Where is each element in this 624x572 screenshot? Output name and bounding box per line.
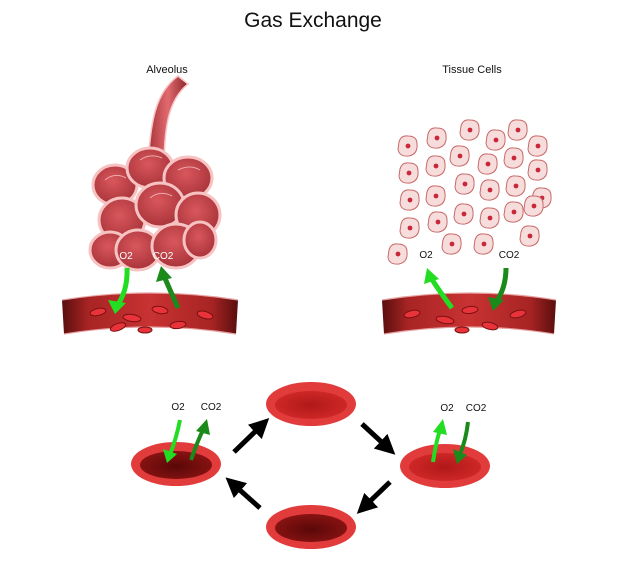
tissue-cell-nucleus bbox=[433, 163, 439, 169]
rbc-bottom bbox=[266, 505, 356, 549]
tissue-cell-nucleus bbox=[515, 127, 521, 133]
alveolus-label: Alveolus bbox=[146, 64, 188, 76]
rbc-top bbox=[266, 382, 356, 426]
alveolus-o2-arrow-icon bbox=[108, 267, 130, 314]
tissue-rbc-o2-label: O2 bbox=[440, 403, 454, 414]
tissue-cells-illustration bbox=[387, 119, 552, 265]
tissue-o2-label: O2 bbox=[419, 250, 433, 261]
tissue-cell-nucleus bbox=[461, 211, 467, 217]
tissue-cell-nucleus bbox=[487, 187, 493, 193]
tissue-cell-nucleus bbox=[513, 183, 519, 189]
arrow-down-left-icon bbox=[356, 480, 392, 514]
left-capillary bbox=[61, 292, 239, 335]
tissue-cell-nucleus bbox=[535, 143, 541, 149]
alveolus-co2-arrow-icon bbox=[156, 266, 181, 310]
lung-rbc-co2-arrow-icon bbox=[189, 419, 210, 461]
arrow-down-right-icon bbox=[360, 422, 396, 455]
tissue-rbc-co2-arrow-icon bbox=[453, 421, 470, 464]
alveolus-o2-label: O2 bbox=[119, 251, 133, 262]
tissue-cell-nucleus bbox=[435, 219, 441, 225]
tissue-cell-nucleus bbox=[535, 167, 541, 173]
tissue-cell-nucleus bbox=[407, 197, 413, 203]
tissue-cell-nucleus bbox=[457, 153, 463, 159]
tissue-rbc-o2-arrow-icon bbox=[431, 419, 447, 463]
tissue-rbc-co2-label: CO2 bbox=[466, 403, 487, 414]
page-title: Gas Exchange bbox=[244, 9, 382, 32]
tissue-cell-nucleus bbox=[406, 170, 412, 176]
tissue-cell-nucleus bbox=[433, 193, 439, 199]
tissue-cell-nucleus bbox=[481, 241, 487, 247]
tissue-cells-label: Tissue Cells bbox=[442, 64, 502, 76]
tissue-cell-nucleus bbox=[467, 127, 473, 133]
alveolus-co2-label: CO2 bbox=[153, 251, 174, 262]
tissue-cell-nucleus bbox=[405, 143, 411, 149]
rbc-left bbox=[131, 442, 221, 486]
tissue-co2-arrow-icon bbox=[488, 267, 509, 311]
tissue-cell-nucleus bbox=[434, 135, 440, 141]
tissue-co2-label: CO2 bbox=[499, 250, 520, 261]
tissue-cell-nucleus bbox=[493, 137, 499, 143]
lung-rbc-o2-arrow-icon bbox=[163, 419, 182, 463]
tissue-cell-nucleus bbox=[407, 225, 413, 231]
tissue-cell-nucleus bbox=[462, 181, 468, 187]
tissue-cell-nucleus bbox=[527, 233, 533, 239]
tissue-cell-nucleus bbox=[449, 241, 455, 247]
arrow-up-left-icon bbox=[225, 477, 262, 510]
alveolus-illustration bbox=[88, 75, 222, 272]
tissue-cell-nucleus bbox=[531, 203, 537, 209]
tissue-cell-nucleus bbox=[511, 209, 517, 215]
rbc-right bbox=[400, 444, 490, 488]
lung-rbc-co2-label: CO2 bbox=[201, 402, 222, 413]
tissue-cell-nucleus bbox=[487, 215, 493, 221]
tissue-o2-arrow-icon bbox=[424, 268, 455, 310]
right-capillary bbox=[381, 292, 557, 335]
arrow-up-right-icon bbox=[232, 418, 270, 454]
lung-rbc-o2-label: O2 bbox=[171, 402, 185, 413]
tissue-cell-nucleus bbox=[395, 251, 401, 257]
tissue-cell-nucleus bbox=[485, 161, 491, 167]
tissue-cell-nucleus bbox=[511, 155, 517, 161]
